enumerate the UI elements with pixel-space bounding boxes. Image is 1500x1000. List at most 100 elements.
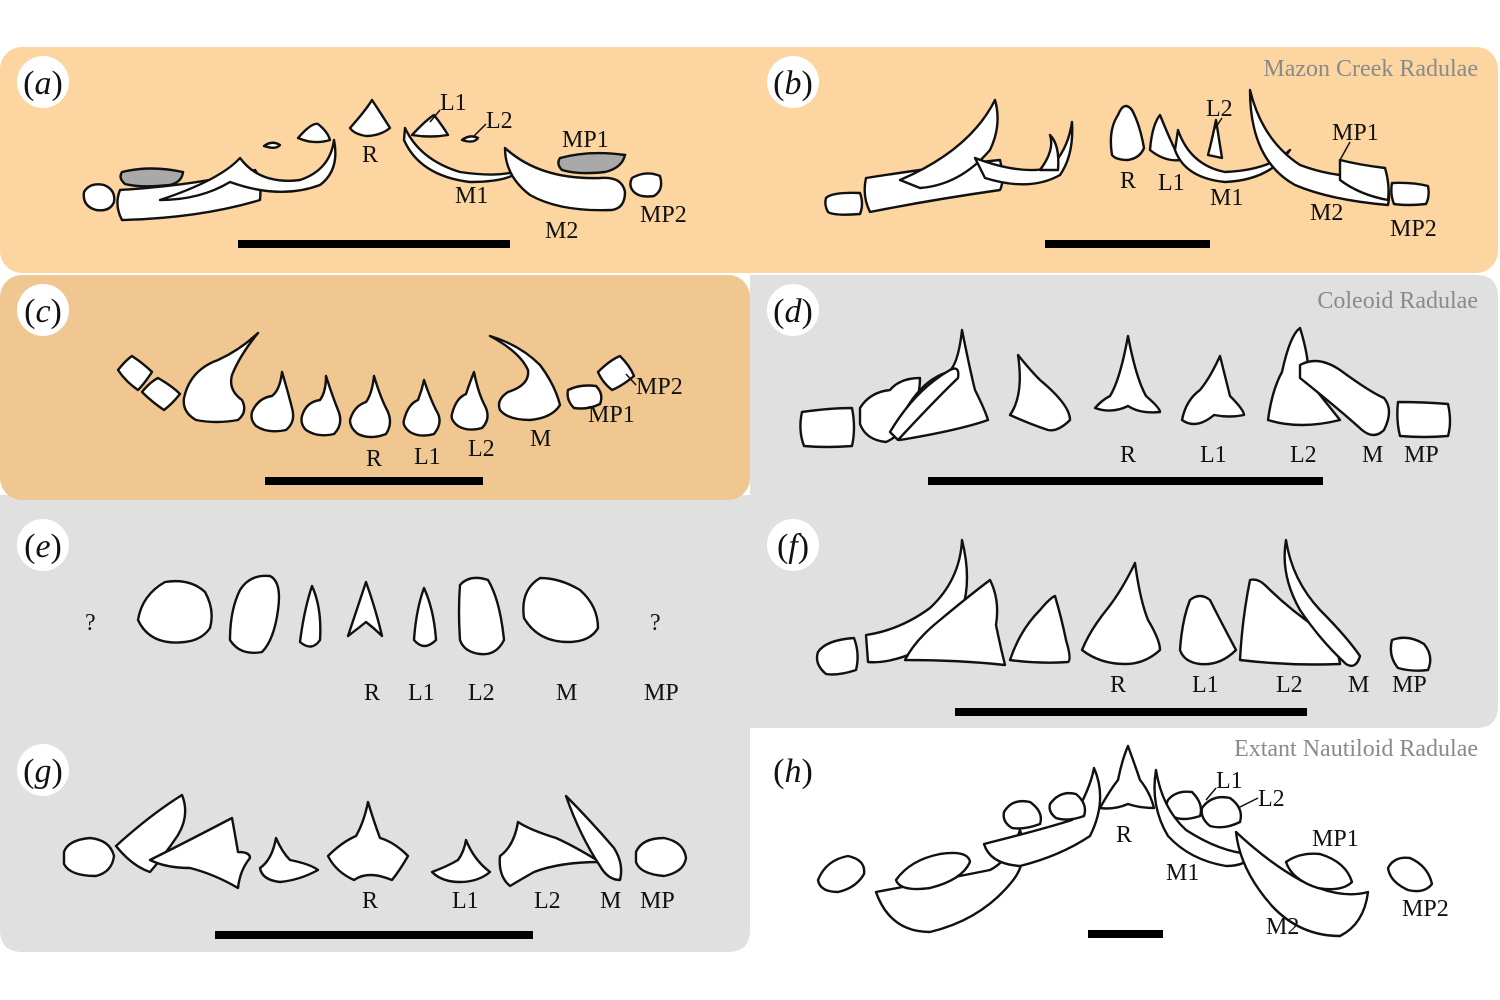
tooth-a-l1-right xyxy=(410,113,450,138)
tooth-label-f-l1: L1 xyxy=(1192,672,1219,698)
panel-b: R L1 L2 M1 MP1 M2 MP2 xyxy=(824,88,1437,248)
panel-a: R L1 L2 M1 MP1 M2 MP2 xyxy=(82,90,687,248)
leader-a-l2 xyxy=(473,123,487,137)
tooth-f-mp-right xyxy=(1389,636,1432,672)
panel-h: R L1 L2 M1 MP1 M2 MP2 xyxy=(816,744,1449,940)
panel-d: R L1 L2 M MP xyxy=(799,326,1452,485)
tooth-d-rachidian xyxy=(1093,334,1162,414)
tooth-f-m-right xyxy=(1283,538,1362,667)
tooth-e-m-left xyxy=(228,574,281,654)
tooth-label-e-m: M xyxy=(556,680,577,706)
tooth-g-m-right xyxy=(564,794,623,882)
panel-label-c: (c) xyxy=(17,284,69,336)
tooth-c-mp2-left xyxy=(116,354,154,392)
tooth-label-c-mp2: MP2 xyxy=(636,374,683,400)
tooth-b-mp1-right xyxy=(1338,158,1390,202)
tooth-label-g-l1: L1 xyxy=(452,888,479,914)
leader-h-l2 xyxy=(1237,797,1259,809)
panel-label-a: (a) xyxy=(17,56,69,108)
tooth-h-l2-right xyxy=(1200,795,1243,829)
tooth-d-mp-left xyxy=(799,406,856,449)
scale-bar-d xyxy=(928,477,1323,485)
tooth-label-a-r: R xyxy=(362,142,378,168)
tooth-d-l2-left-arm xyxy=(888,367,960,442)
tooth-b-l2-right xyxy=(1206,118,1224,160)
leader-c-mp2 xyxy=(625,373,637,386)
tooth-label-b-r: R xyxy=(1120,168,1136,194)
tooth-label-e-l2: L2 xyxy=(468,680,495,706)
tooth-label-a-l2: L2 xyxy=(486,108,513,134)
tooth-b-m1-right xyxy=(1173,128,1292,184)
tooth-a-rachidian xyxy=(348,98,392,138)
panel-label-g: (g) xyxy=(17,744,69,796)
tooth-label-c-l2: L2 xyxy=(468,436,495,462)
scale-bar-b xyxy=(1045,240,1210,248)
panel-label-h: (h) xyxy=(773,753,813,790)
leader-h-l1 xyxy=(1205,787,1217,801)
tooth-label-a-mp1: MP1 xyxy=(562,127,609,153)
tooth-g-rachidian xyxy=(326,800,410,882)
leader-b-mp1 xyxy=(1339,141,1351,161)
svg-text:(g): (g) xyxy=(23,753,63,790)
heading-mazon: Mazon Creek Radulae xyxy=(1263,56,1478,82)
leader-a-l1 xyxy=(429,109,441,123)
tooth-g-mp-right xyxy=(634,836,688,878)
unknown-marker-e-left: ? xyxy=(85,610,96,636)
tooth-label-a-l1: L1 xyxy=(440,90,467,116)
tooth-h-l2-left xyxy=(1002,799,1043,830)
tooth-a-l2-left xyxy=(262,141,282,149)
tooth-c-l1-left xyxy=(300,374,342,437)
tooth-h-mp1-right xyxy=(1284,852,1354,891)
svg-text:(f): (f) xyxy=(777,528,809,565)
panel-g: R L1 L2 M MP xyxy=(62,793,688,939)
tooth-label-a-m2: M2 xyxy=(545,218,578,244)
scale-bar-a xyxy=(238,240,510,248)
tooth-b-l1-right xyxy=(1148,113,1182,162)
tooth-label-d-r: R xyxy=(1120,442,1136,468)
tooth-label-e-l1: L1 xyxy=(408,680,435,706)
svg-text:(e): (e) xyxy=(24,528,62,565)
tooth-b-l1-left xyxy=(1038,133,1060,172)
tooth-c-rachidian xyxy=(348,374,392,439)
svg-text:(d): (d) xyxy=(773,293,813,330)
tooth-label-a-m1: M1 xyxy=(455,183,488,209)
tooth-f-mp-left xyxy=(815,636,859,676)
tooth-a-m1-left xyxy=(158,138,337,202)
tooth-c-l1-right xyxy=(402,378,441,437)
tooth-label-g-l2: L2 xyxy=(534,888,561,914)
tooth-label-b-l2: L2 xyxy=(1206,96,1233,122)
tooth-a-mp1-left xyxy=(119,167,185,188)
tooth-f-l1-left xyxy=(1008,594,1071,664)
coleoid-background xyxy=(0,275,1498,952)
tooth-label-h-m1: M1 xyxy=(1166,860,1199,886)
tooth-d-l1-right xyxy=(1180,354,1246,426)
tooth-b-rachidian xyxy=(1109,104,1146,162)
tooth-label-h-l2: L2 xyxy=(1258,786,1285,812)
panel-e: ? ? R L1 L2 M MP xyxy=(85,574,679,706)
heading-nautiloid: Extant Nautiloid Radulae xyxy=(1234,736,1478,762)
panel-c: R L1 L2 M MP1 MP2 xyxy=(116,331,683,485)
tooth-label-h-m2: M2 xyxy=(1266,914,1299,940)
tooth-a-m2-right xyxy=(503,146,627,212)
tooth-f-l2-right xyxy=(1238,578,1342,666)
tooth-label-a-mp2: MP2 xyxy=(640,202,687,228)
tooth-label-d-l1: L1 xyxy=(1200,442,1227,468)
tooth-g-l1-left xyxy=(258,836,320,884)
scale-bar-c xyxy=(265,477,483,485)
tooth-b-mp2-right xyxy=(1390,181,1430,207)
tooth-label-f-mp: MP xyxy=(1392,672,1427,698)
tooth-g-l2-left xyxy=(148,816,252,890)
tooth-label-c-m: M xyxy=(530,426,551,452)
panel-label-d: (d) xyxy=(767,284,819,336)
svg-text:(a): (a) xyxy=(23,65,63,102)
tooth-label-b-m1: M1 xyxy=(1210,185,1243,211)
tooth-a-mp2-right xyxy=(629,172,663,198)
tooth-c-l2-left xyxy=(250,370,295,433)
panel-label-f: (f) xyxy=(767,519,819,571)
tooth-e-rachidian xyxy=(346,580,384,638)
tooth-c-m-left xyxy=(182,331,260,424)
tooth-c-l2-right xyxy=(450,370,489,431)
tooth-a-l1-left xyxy=(296,122,332,144)
scale-bar-f xyxy=(955,708,1307,716)
